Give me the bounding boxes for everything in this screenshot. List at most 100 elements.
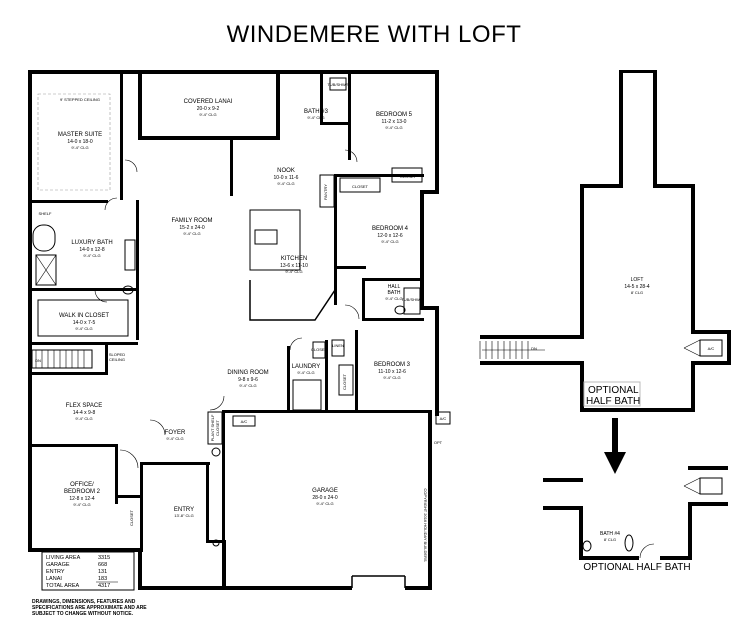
- laundry-label: LAUNDRY: [292, 364, 321, 370]
- walk-in-closet-ceiling: 9'-4" CLG: [75, 326, 92, 331]
- covered-lanai-size: 20-0 x 9-2: [197, 106, 220, 112]
- walk-in-closet-size: 14-0 x 7-5: [73, 320, 96, 326]
- area-value-entry: 131: [98, 569, 107, 575]
- disclaimer-line-1: DRAWINGS, DIMENSIONS, FEATURES AND: [32, 599, 136, 605]
- master-suite-ceiling: 9'-4" CLG: [71, 145, 88, 150]
- area-value-living: 3315: [98, 555, 110, 561]
- opt-label: OPT: [434, 440, 443, 445]
- main-floor: [28, 70, 451, 590]
- master-suite-label: MASTER SUITE: [58, 132, 102, 138]
- closet-b4-label: CLOSET: [352, 184, 369, 189]
- bath3-label: BATH #3: [304, 109, 329, 115]
- area-label-garage: GARAGE: [46, 562, 70, 568]
- entry-ceiling: 13'-8" CLG: [174, 513, 194, 518]
- bedroom4-ceiling: 9'-4" CLG: [381, 239, 398, 244]
- page-title: WINDEMERE WITH LOFT: [227, 21, 522, 48]
- hall-bath-label-2: BATH: [388, 290, 401, 296]
- office-ceiling: 9'-4" CLG: [73, 502, 90, 507]
- dining-room-label: DINING ROOM: [227, 370, 268, 376]
- covered-lanai-ceiling: 9'-4" CLG: [199, 112, 216, 117]
- kitchen-label: KITCHEN: [281, 256, 307, 262]
- covered-lanai-label: COVERED LANAI: [184, 99, 233, 105]
- flex-space-ceiling: 9'-4" CLG: [75, 416, 92, 421]
- linen-label: LINEN: [332, 343, 344, 348]
- hall-bath-label: HALL: [388, 284, 401, 290]
- garage-label: GARAGE: [312, 488, 338, 494]
- loft-stair-dn: DN: [531, 346, 537, 351]
- family-room-ceiling: 9'-4" CLG: [183, 231, 200, 236]
- closet-b5-label: CLOSET: [400, 174, 417, 179]
- disclaimer-line-2: SPECIFICATIONS ARE APPROXIMATE AND ARE: [32, 605, 147, 611]
- flex-space-label: FLEX SPACE: [66, 403, 103, 409]
- bath4-label: BATH #4: [600, 531, 620, 537]
- area-label-entry: ENTRY: [46, 569, 65, 575]
- sloped-ceiling-label-2: CEILING: [109, 357, 125, 362]
- optional-half-bath-caption: OPTIONAL HALF BATH: [583, 562, 690, 573]
- plant-shelf-label: PLANT SHELF: [210, 414, 215, 441]
- loft-ac-label: A/C: [708, 346, 715, 351]
- closet-office-label: CLOSET: [129, 509, 134, 526]
- luxury-bath-ceiling: 9'-4" CLG: [83, 253, 100, 258]
- entry-label: ENTRY: [174, 507, 194, 513]
- copyright-text: COPYRIGHT 2016 HOLIDAY BUILDERS: [423, 488, 428, 561]
- plant-shelf-closet-label: CLOSET: [215, 419, 220, 436]
- bedroom5-ceiling: 9'-4" CLG: [385, 125, 402, 130]
- area-label-living: LIVING AREA: [46, 555, 81, 561]
- luxury-bath-label: LUXURY BATH: [71, 240, 112, 246]
- area-value-lanai: 183: [98, 576, 107, 582]
- dining-room-ceiling: 9'-4" CLG: [239, 383, 256, 388]
- nook-ceiling: 9'-4" CLG: [277, 181, 294, 186]
- optional-half-bath-line-2: HALF BATH: [586, 396, 640, 407]
- hall-bath-ceiling: 9'-4" CLG: [385, 296, 402, 301]
- ac-unit-2: A/C: [440, 416, 447, 421]
- pantry-label: PANTRY: [323, 184, 328, 200]
- loft-ceiling: 8' CLG: [631, 290, 643, 295]
- disclaimer-line-3: SUBJECT TO CHANGE WITHOUT NOTICE.: [32, 611, 134, 617]
- foyer-label: FOYER: [165, 430, 186, 436]
- bedroom5-size: 11-2 x 13-0: [382, 119, 407, 125]
- walk-in-closet-label: WALK IN CLOSET: [59, 313, 109, 319]
- closet-laundry-label: CLOSET: [311, 347, 328, 352]
- kitchen-ceiling: 9'-4" CLG: [285, 269, 302, 274]
- office-size: 12-8 x 12-4: [69, 496, 95, 502]
- bath3-fixture: TUB/SHWR: [327, 82, 348, 87]
- luxury-bath-size: 14-0 x 12-8: [79, 247, 105, 253]
- flex-space-size: 14-4 x 9-8: [73, 410, 96, 416]
- family-room-label: FAMILY ROOM: [171, 218, 212, 224]
- area-value-garage: 668: [98, 562, 107, 568]
- area-label-total: TOTAL AREA: [46, 583, 80, 589]
- area-table: LIVING AREA 3315 GARAGE 668 ENTRY 131 LA…: [41, 551, 135, 591]
- area-label-lanai: LANAI: [46, 576, 62, 582]
- office-label-2: BEDROOM 2: [64, 489, 101, 495]
- area-value-total: 4317: [98, 583, 110, 589]
- bath4-ceiling: 8' CLG: [604, 537, 616, 542]
- office-label: OFFICE/: [70, 482, 94, 488]
- bedroom4-label: BEDROOM 4: [372, 226, 409, 232]
- bedroom4-size: 12-0 x 12-6: [377, 233, 403, 239]
- optional-half-bath-line-1: OPTIONAL: [588, 385, 639, 396]
- family-room-size: 15-2 x 24-0: [179, 225, 205, 231]
- stair-dn-label: DN: [35, 358, 41, 363]
- dining-room-size: 9-8 x 9-6: [238, 377, 258, 383]
- sloped-ceiling-label: SLOPED: [109, 352, 125, 357]
- closet-b3-label: CLOSET: [342, 373, 347, 390]
- foyer-ceiling: 9'-4" CLG: [166, 436, 183, 441]
- ac-unit-1: A/C: [241, 419, 248, 424]
- bedroom3-size: 11-10 x 12-6: [378, 369, 406, 375]
- bedroom5-label: BEDROOM 5: [376, 112, 413, 118]
- loft-label: LOFT: [631, 277, 644, 283]
- nook-label: NOOK: [277, 168, 295, 174]
- bedroom3-ceiling: 9'-4" CLG: [383, 375, 400, 380]
- kitchen-size: 13-6 x 11-10: [280, 263, 308, 269]
- shelf-label: SHELF: [39, 211, 52, 216]
- loft-plan: [479, 70, 731, 560]
- loft-size: 14-5 x 28-4: [624, 284, 650, 290]
- laundry-ceiling: 9'-4" CLG: [297, 370, 314, 375]
- bedroom3-label: BEDROOM 3: [374, 362, 411, 368]
- nook-size: 10-0 x 11-6: [274, 175, 299, 181]
- bath3-ceiling: 9'-4" CLG: [307, 115, 324, 120]
- garage-size: 28-0 x 24-0: [312, 495, 338, 501]
- hall-bath-fixture: TUB/SHWR: [401, 297, 422, 302]
- master-suite-size: 14-0 x 18-0: [67, 139, 93, 145]
